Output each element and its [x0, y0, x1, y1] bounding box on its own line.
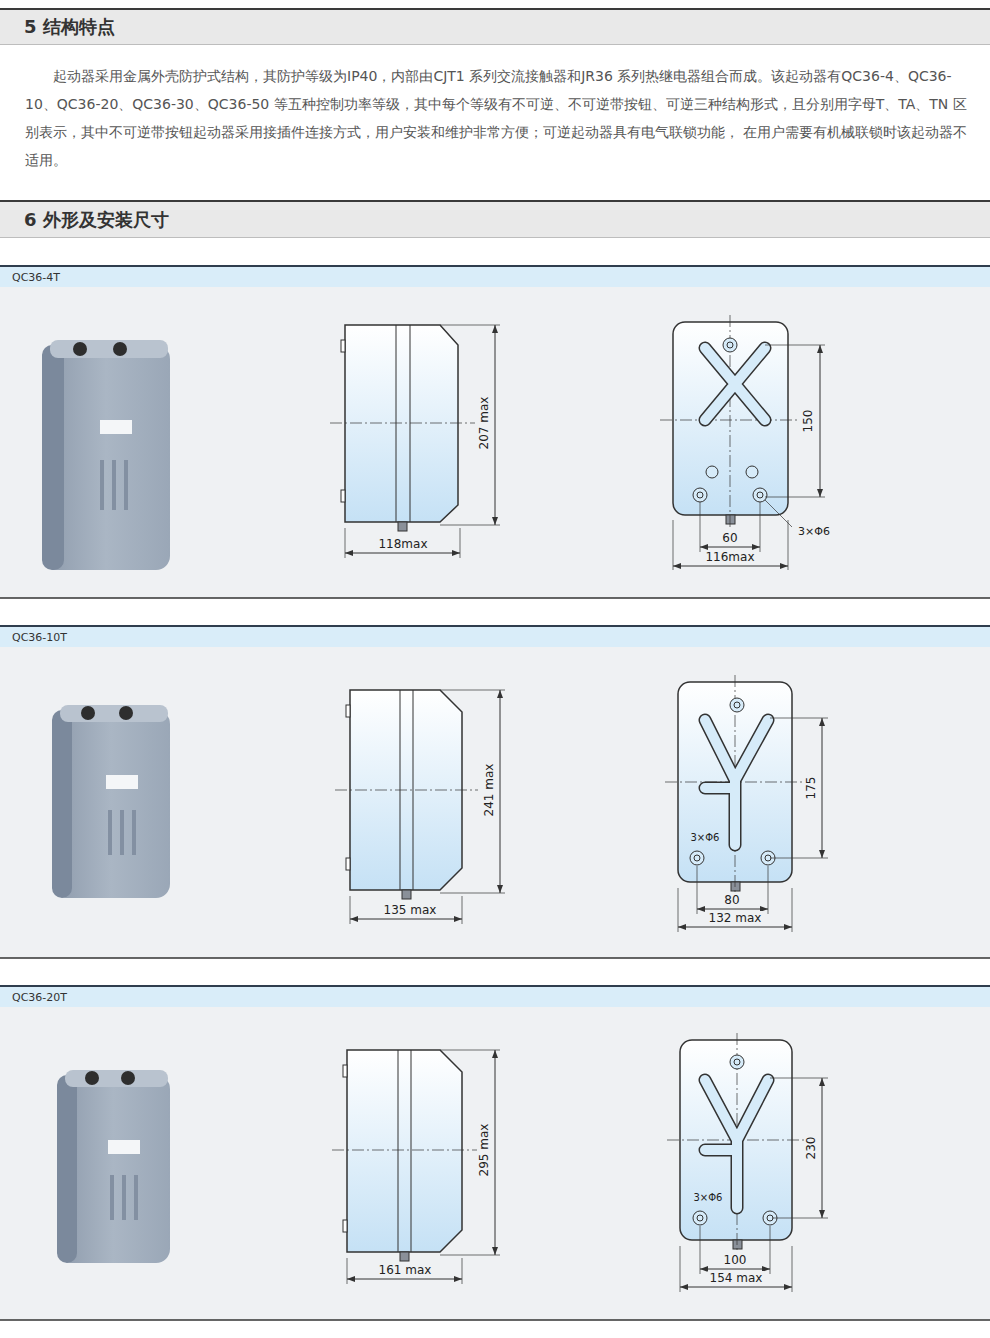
- dimension-label: 154 max: [708, 1271, 765, 1285]
- dimension-label: 207 max: [477, 395, 491, 452]
- dimension-label: 132 max: [707, 911, 764, 925]
- heading-text: 5 结构特点: [24, 15, 115, 39]
- section-heading: 5 结构特点: [0, 8, 990, 45]
- heading-text: QC36-4T: [12, 271, 60, 284]
- dimension-label: 295 max: [477, 1122, 491, 1179]
- heading-text: 6 外形及安装尺寸: [24, 208, 169, 232]
- model-strip: QC36-10T: [0, 625, 990, 647]
- model-strip: QC36-4T: [0, 265, 990, 287]
- dimension-label: 230: [804, 1135, 818, 1162]
- heading-text: QC36-10T: [12, 631, 67, 644]
- hole-callout: 3×Φ6: [796, 525, 832, 539]
- dimension-label: 135 max: [382, 903, 439, 917]
- dimension-label: 116max: [703, 550, 756, 564]
- hole-callout: 3×Φ6: [689, 831, 722, 845]
- dimension-label: 241 max: [482, 762, 496, 819]
- section-heading: 6 外形及安装尺寸: [0, 200, 990, 238]
- dimension-label: 150: [801, 408, 815, 435]
- dimension-label: 161 max: [377, 1263, 434, 1277]
- dimension-label: 60: [720, 531, 739, 545]
- paragraph: 起动器采用金属外壳防护式结构，其防护等级为IP40，内部由CJT1 系列交流接触…: [25, 62, 970, 174]
- dimension-label: 80: [722, 893, 741, 907]
- model-strip: QC36-20T: [0, 985, 990, 1007]
- heading-text: QC36-20T: [12, 991, 67, 1004]
- dimension-label: 175: [804, 775, 818, 802]
- dimension-label: 100: [722, 1253, 749, 1267]
- hole-callout: 3×Φ6: [692, 1191, 725, 1205]
- dimension-label: 118max: [376, 537, 429, 551]
